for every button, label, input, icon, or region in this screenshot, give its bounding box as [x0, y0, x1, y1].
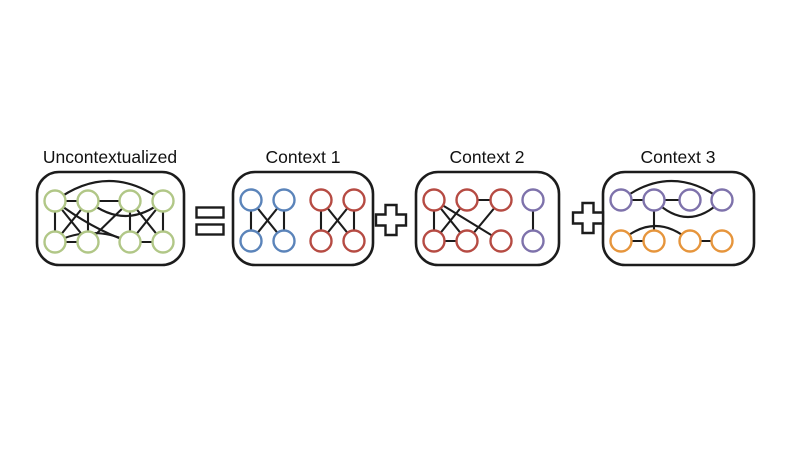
graph-node-red — [309, 188, 333, 212]
equals-bar — [195, 223, 225, 236]
graph-node-orange — [642, 229, 666, 253]
graph-edge — [53, 179, 165, 203]
graph-node-purple — [642, 188, 666, 212]
graph-node-green — [43, 230, 67, 254]
graph-node-orange — [609, 229, 633, 253]
graph-node-purple — [609, 188, 633, 212]
panel-title-context-2: Context 2 — [450, 147, 525, 167]
panel-uncontextualized — [35, 170, 186, 267]
graph-node-purple — [521, 229, 545, 253]
graph-node-green — [76, 230, 100, 254]
panel-context-1 — [231, 170, 375, 267]
graph-node-red — [422, 229, 446, 253]
panel-context-2 — [414, 170, 561, 267]
graph-node-red — [455, 188, 479, 212]
graph-node-blue — [239, 229, 263, 253]
plus-operator-icon — [571, 201, 605, 235]
plus-operator-icon — [374, 203, 408, 237]
graph-node-red — [489, 229, 513, 253]
panel-box — [231, 170, 375, 267]
graph-node-green — [118, 230, 142, 254]
graph-node-orange — [678, 229, 702, 253]
graph-node-green — [118, 189, 142, 213]
equals-bar — [195, 206, 225, 219]
graph-node-orange — [710, 229, 734, 253]
panel-title-context-1: Context 1 — [266, 147, 341, 167]
equals-operator-icon — [195, 206, 225, 236]
graph-node-blue — [239, 188, 263, 212]
graph-node-green — [151, 189, 175, 213]
graph-node-purple — [678, 188, 702, 212]
graph-edge — [619, 180, 724, 202]
graph-node-purple — [710, 188, 734, 212]
panel-title-uncontextualized: Uncontextualized — [43, 147, 177, 167]
panel-title-context-3: Context 3 — [641, 147, 716, 167]
graph-node-purple — [521, 188, 545, 212]
graph-node-green — [76, 189, 100, 213]
graph-node-red — [342, 188, 366, 212]
graph-node-red — [489, 188, 513, 212]
graph-node-green — [151, 230, 175, 254]
panel-context-3 — [601, 170, 756, 267]
graph-node-red — [455, 229, 479, 253]
graph-node-red — [342, 229, 366, 253]
graph-node-red — [422, 188, 446, 212]
graph-node-blue — [272, 188, 296, 212]
graph-edge — [432, 198, 503, 243]
graph-node-blue — [272, 229, 296, 253]
graph-node-green — [43, 189, 67, 213]
graph-node-red — [309, 229, 333, 253]
